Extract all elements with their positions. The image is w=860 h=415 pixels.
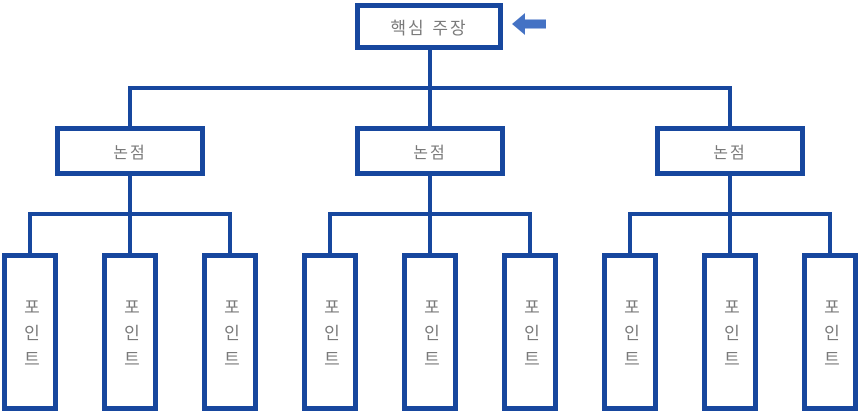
leaf-node-label: 포인트 <box>20 297 40 376</box>
branch-node-label: 논점 <box>713 145 747 162</box>
leaf-node-label: 포인트 <box>520 297 540 376</box>
leaf-node-label: 포인트 <box>420 297 440 376</box>
leaf-node-label: 포인트 <box>320 297 340 376</box>
connector-line <box>28 212 32 256</box>
connector-line <box>228 212 232 256</box>
connector-line <box>728 86 732 128</box>
leaf-node-4: 포인트 <box>302 253 358 411</box>
leaf-node-1: 포인트 <box>2 253 58 411</box>
connector-line <box>128 174 132 216</box>
branch-node-2: 논점 <box>355 126 505 176</box>
leaf-node-5: 포인트 <box>402 253 458 411</box>
connector-line <box>428 212 432 256</box>
leaf-node-8: 포인트 <box>702 253 758 411</box>
root-node: 핵심 주장 <box>355 3 503 50</box>
leaf-node-7: 포인트 <box>602 253 658 411</box>
leaf-node-label: 포인트 <box>720 297 740 376</box>
root-node-label: 핵심 주장 <box>390 19 468 38</box>
connector-line <box>428 48 432 90</box>
connector-line <box>728 174 732 216</box>
connector-line <box>328 212 332 256</box>
branch-node-label: 논점 <box>413 145 447 162</box>
connector-line <box>528 212 532 256</box>
leaf-node-6: 포인트 <box>502 253 558 411</box>
leaf-node-label: 포인트 <box>220 297 240 376</box>
branch-node-3: 논점 <box>655 126 805 176</box>
leaf-node-label: 포인트 <box>620 297 640 376</box>
leaf-node-3: 포인트 <box>202 253 258 411</box>
connector-line <box>428 86 432 128</box>
leaf-node-9: 포인트 <box>802 253 858 411</box>
branch-node-1: 논점 <box>55 126 205 176</box>
leaf-node-label: 포인트 <box>120 297 140 376</box>
connector-line <box>628 212 632 256</box>
branch-node-label: 논점 <box>113 145 147 162</box>
connector-line <box>128 86 132 128</box>
leaf-node-2: 포인트 <box>102 253 158 411</box>
connector-line <box>428 174 432 216</box>
left-arrow-icon <box>512 12 546 36</box>
connector-line <box>128 212 132 256</box>
leaf-node-label: 포인트 <box>820 297 840 376</box>
connector-line <box>828 212 832 256</box>
connector-line <box>728 212 732 256</box>
